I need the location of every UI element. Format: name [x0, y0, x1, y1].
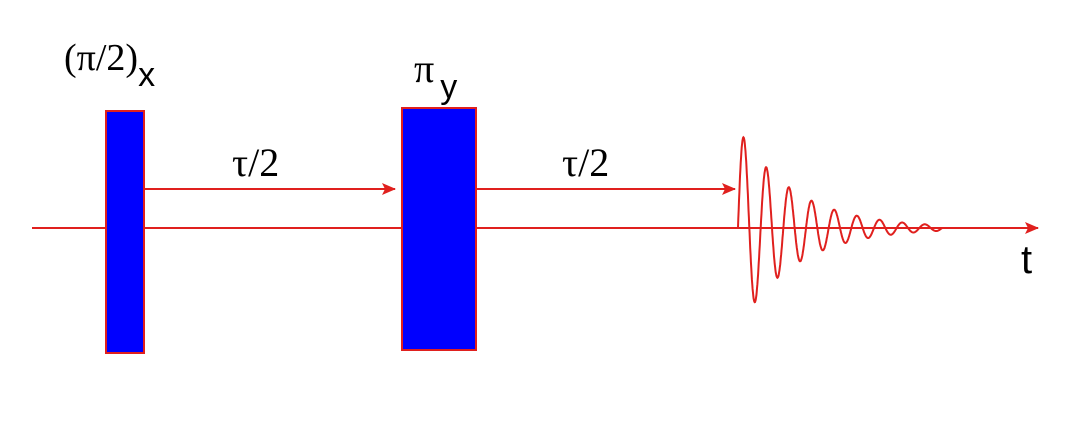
pulse2-label-subscript: y [440, 68, 457, 106]
pulse1-label: (π/2)x [64, 37, 155, 94]
pulse1-label-subscript: x [138, 56, 155, 94]
pulse-pi-half-x [105, 110, 145, 354]
pulse1-label-main: (π/2) [64, 37, 138, 79]
time-axis-label: t [1021, 238, 1032, 282]
echo-signal [737, 135, 943, 304]
delay2-label: τ/2 [562, 140, 609, 185]
delay1-label: τ/2 [232, 140, 279, 185]
pulse2-label-main: π [414, 46, 434, 91]
pulse-pi-y [401, 107, 477, 351]
